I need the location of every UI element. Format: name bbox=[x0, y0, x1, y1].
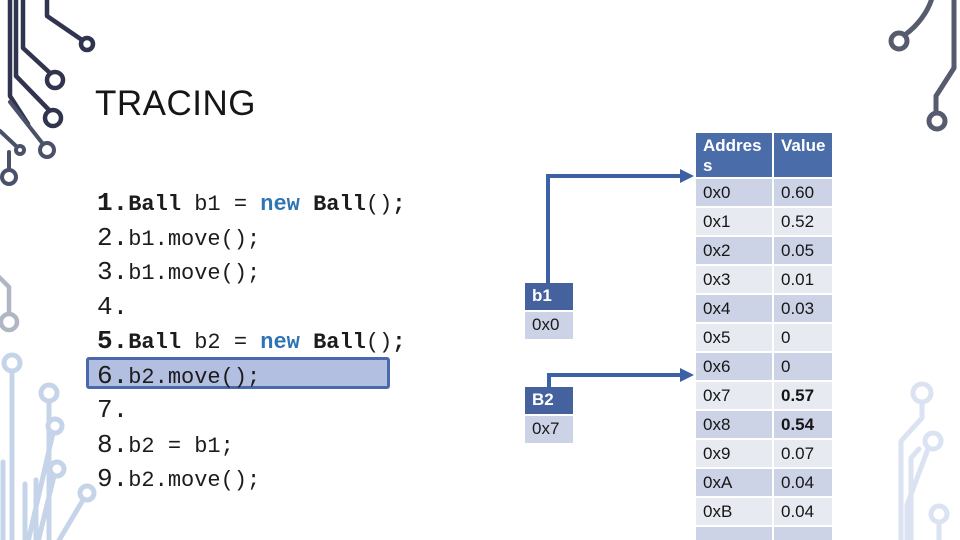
line-number: 3. bbox=[97, 257, 129, 287]
code-line-8: 8.b2 = b1; bbox=[97, 428, 405, 463]
value-cell: 0 bbox=[774, 353, 832, 380]
code-segment: b2.move(); bbox=[128, 468, 261, 493]
line-number: 5. bbox=[97, 326, 129, 356]
circuit-trace-top-left-2 bbox=[0, 100, 56, 186]
code-line-3: 3.b1.move(); bbox=[97, 255, 405, 290]
value-cell: 0.52 bbox=[774, 208, 832, 235]
slide-title: TRACING bbox=[95, 84, 256, 123]
address-cell: 0x0 bbox=[696, 179, 772, 206]
code-segment: Ball bbox=[313, 192, 366, 217]
line-number: 6. bbox=[97, 360, 129, 391]
memory-table-row bbox=[696, 527, 832, 540]
address-cell: 0x6 bbox=[696, 353, 772, 380]
line-number: 2. bbox=[97, 222, 129, 253]
code-line-9: 9.b2.move(); bbox=[97, 462, 405, 497]
code-segment: Ball bbox=[128, 192, 195, 217]
pointer-box-b1-name: b1 bbox=[525, 283, 573, 310]
value-cell: 0.03 bbox=[774, 295, 832, 322]
code-line-4: 4. bbox=[97, 290, 405, 325]
code-segment: b1.move(); bbox=[128, 226, 261, 252]
line-number: 9. bbox=[97, 464, 129, 494]
code-segment: b2 = bbox=[194, 330, 261, 355]
circuit-trace-bottom-right bbox=[898, 381, 950, 540]
value-cell: 0.01 bbox=[774, 266, 832, 293]
value-cell: 0.54 bbox=[774, 411, 832, 438]
code-segment: ; bbox=[392, 330, 406, 355]
line-number: 7. bbox=[97, 395, 129, 425]
line-number: 4. bbox=[97, 291, 129, 322]
code-segment: () bbox=[365, 192, 393, 217]
code-segment: Ball bbox=[313, 330, 366, 355]
address-cell: 0x2 bbox=[696, 237, 772, 264]
address-column-header: Address bbox=[696, 133, 772, 177]
address-cell: 0x8 bbox=[696, 411, 772, 438]
circuit-trace-bottom-left bbox=[0, 352, 97, 540]
address-cell: 0x1 bbox=[696, 208, 772, 235]
arrow-b1-to-0x0 bbox=[546, 174, 681, 283]
code-segment: b1 = bbox=[194, 192, 261, 217]
value-column-header: Value bbox=[774, 133, 832, 177]
value-cell: 0 bbox=[774, 324, 832, 351]
value-cell: 0.57 bbox=[774, 382, 832, 409]
code-line-1: 1.Ball b1 = new Ball(); bbox=[97, 186, 405, 221]
arrowhead-b1 bbox=[680, 169, 694, 183]
address-cell: 0x4 bbox=[696, 295, 772, 322]
address-cell: 0x3 bbox=[696, 266, 772, 293]
pointer-box-b1-address: 0x0 bbox=[525, 312, 573, 339]
pointer-box-b2-address: 0x7 bbox=[525, 416, 573, 443]
address-cell bbox=[696, 527, 772, 540]
code-segment: () bbox=[365, 330, 393, 355]
line-number: 1. bbox=[97, 188, 129, 218]
code-segment: b2 = b1; bbox=[128, 433, 234, 459]
code-line-6: 6.b2.move(); bbox=[85, 356, 405, 394]
address-cell: 0xA bbox=[696, 469, 772, 496]
value-cell: 0.07 bbox=[774, 440, 832, 467]
code-line-2: 2.b1.move(); bbox=[97, 221, 405, 256]
code-segment: Ball bbox=[128, 330, 195, 355]
code-segment: new bbox=[260, 330, 314, 355]
circuit-trace-top-left bbox=[7, 0, 96, 129]
address-cell: 0x5 bbox=[696, 324, 772, 351]
code-segment: ; bbox=[392, 192, 406, 217]
memory-table-header-row: Address Value bbox=[696, 133, 832, 177]
address-cell: 0x9 bbox=[696, 440, 772, 467]
pointer-box-b2-name: B2 bbox=[525, 387, 573, 414]
code-segment: new bbox=[260, 192, 314, 217]
value-cell bbox=[774, 527, 832, 540]
code-line-5: 5.Ball b2 = new Ball(); bbox=[97, 324, 405, 359]
arrowhead-b2 bbox=[680, 368, 694, 382]
circuit-trace-left bbox=[0, 274, 20, 333]
address-cell: 0x7 bbox=[696, 382, 772, 409]
value-cell: 0.60 bbox=[774, 179, 832, 206]
value-cell: 0.04 bbox=[774, 498, 832, 525]
value-cell: 0.04 bbox=[774, 469, 832, 496]
value-cell: 0.05 bbox=[774, 237, 832, 264]
address-cell: 0xB bbox=[696, 498, 772, 525]
line-number: 8. bbox=[97, 429, 129, 460]
code-segment: b2.move(); bbox=[128, 364, 261, 390]
code-line-7: 7. bbox=[97, 393, 405, 428]
circuit-trace-top-right bbox=[888, 0, 957, 132]
code-listing: 1.Ball b1 = new Ball();2.b1.move();3.b1.… bbox=[85, 186, 405, 497]
code-segment: b1.move(); bbox=[128, 261, 261, 286]
